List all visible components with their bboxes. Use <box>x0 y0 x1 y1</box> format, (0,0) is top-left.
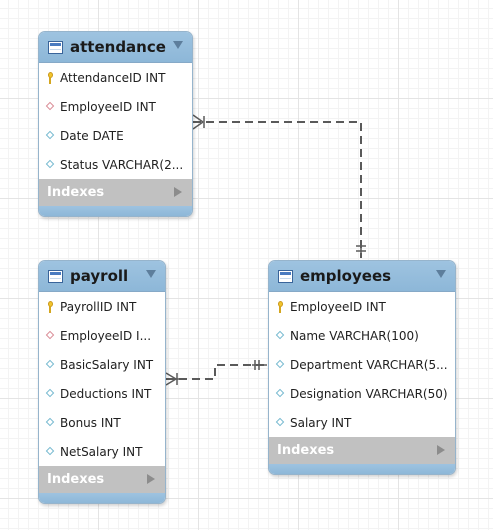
column-label: BasicSalary INT <box>60 357 154 372</box>
column-label: Department VARCHAR(5... <box>290 357 448 372</box>
column-icon <box>46 130 55 142</box>
primary-key-icon <box>46 71 55 84</box>
column-icon <box>46 388 55 400</box>
column-row[interactable]: Name VARCHAR(100) <box>269 321 455 350</box>
column-icon <box>46 446 55 458</box>
table-icon <box>48 40 63 54</box>
column-row[interactable]: EmployeeID INT <box>39 92 192 121</box>
table-payroll[interactable]: payroll PayrollID INT EmployeeID I... Ba… <box>38 260 166 504</box>
column-label: AttendanceID INT <box>60 70 166 85</box>
table-header[interactable]: attendance <box>39 32 192 63</box>
table-footer <box>39 493 165 503</box>
column-label: Name VARCHAR(100) <box>290 328 419 343</box>
column-label: Status VARCHAR(2... <box>60 157 184 172</box>
column-row[interactable]: Date DATE <box>39 121 192 150</box>
column-row[interactable]: EmployeeID INT <box>269 292 455 321</box>
indexes-label: Indexes <box>47 472 105 487</box>
indexes-section[interactable]: Indexes <box>39 466 165 493</box>
crows-foot-many-icon <box>192 114 205 130</box>
column-label: NetSalary INT <box>60 444 143 459</box>
column-row[interactable]: Designation VARCHAR(50) <box>269 379 455 408</box>
column-icon <box>276 417 285 429</box>
table-footer <box>269 464 455 474</box>
column-label: EmployeeID INT <box>290 299 386 314</box>
column-icon <box>276 388 285 400</box>
column-row[interactable]: Salary INT <box>269 408 455 437</box>
column-icon <box>46 159 55 171</box>
column-row[interactable]: Bonus INT <box>39 408 165 437</box>
table-icon <box>278 269 293 283</box>
indexes-section[interactable]: Indexes <box>39 179 192 206</box>
table-name: payroll <box>70 267 129 285</box>
column-icon <box>276 330 285 342</box>
attendance-employees-relationship[interactable] <box>193 121 362 258</box>
expand-arrow-icon[interactable] <box>437 445 445 455</box>
column-row[interactable]: Status VARCHAR(2... <box>39 150 192 179</box>
payroll-employees-relationship[interactable] <box>166 364 266 380</box>
table-header[interactable]: payroll <box>39 261 165 292</box>
foreign-key-icon <box>46 330 55 342</box>
primary-key-icon <box>46 300 55 313</box>
column-label: PayrollID INT <box>60 299 137 314</box>
indexes-section[interactable]: Indexes <box>269 437 455 464</box>
indexes-label: Indexes <box>277 443 335 458</box>
one-cardinality-icon <box>356 240 366 258</box>
column-row[interactable]: Department VARCHAR(5... <box>269 350 455 379</box>
column-row[interactable]: Deductions INT <box>39 379 165 408</box>
collapse-arrow-icon[interactable] <box>173 41 183 49</box>
column-row[interactable]: BasicSalary INT <box>39 350 165 379</box>
column-label: Salary INT <box>290 415 352 430</box>
column-label: Designation VARCHAR(50) <box>290 386 448 401</box>
column-label: Deductions INT <box>60 386 152 401</box>
column-row[interactable]: PayrollID INT <box>39 292 165 321</box>
collapse-arrow-icon[interactable] <box>436 270 446 278</box>
column-icon <box>46 359 55 371</box>
table-name: employees <box>300 267 392 285</box>
table-icon <box>48 269 63 283</box>
table-name: attendance <box>70 38 166 56</box>
table-employees[interactable]: employees EmployeeID INT Name VARCHAR(10… <box>268 260 456 475</box>
column-row[interactable]: EmployeeID I... <box>39 321 165 350</box>
collapse-arrow-icon[interactable] <box>146 270 156 278</box>
indexes-label: Indexes <box>47 185 105 200</box>
table-header[interactable]: employees <box>269 261 455 292</box>
column-label: EmployeeID I... <box>60 328 152 343</box>
table-attendance[interactable]: attendance AttendanceID INT EmployeeID I… <box>38 31 193 217</box>
crows-foot-many-icon <box>165 372 180 386</box>
column-row[interactable]: AttendanceID INT <box>39 63 192 92</box>
expand-arrow-icon[interactable] <box>147 474 155 484</box>
column-icon <box>46 417 55 429</box>
one-cardinality-icon <box>252 360 267 370</box>
column-label: EmployeeID INT <box>60 99 156 114</box>
foreign-key-icon <box>46 101 55 113</box>
expand-arrow-icon[interactable] <box>174 187 182 197</box>
column-icon <box>276 359 285 371</box>
primary-key-icon <box>276 300 285 313</box>
column-row[interactable]: NetSalary INT <box>39 437 165 466</box>
column-label: Bonus INT <box>60 415 121 430</box>
column-label: Date DATE <box>60 128 124 143</box>
table-footer <box>39 206 192 216</box>
